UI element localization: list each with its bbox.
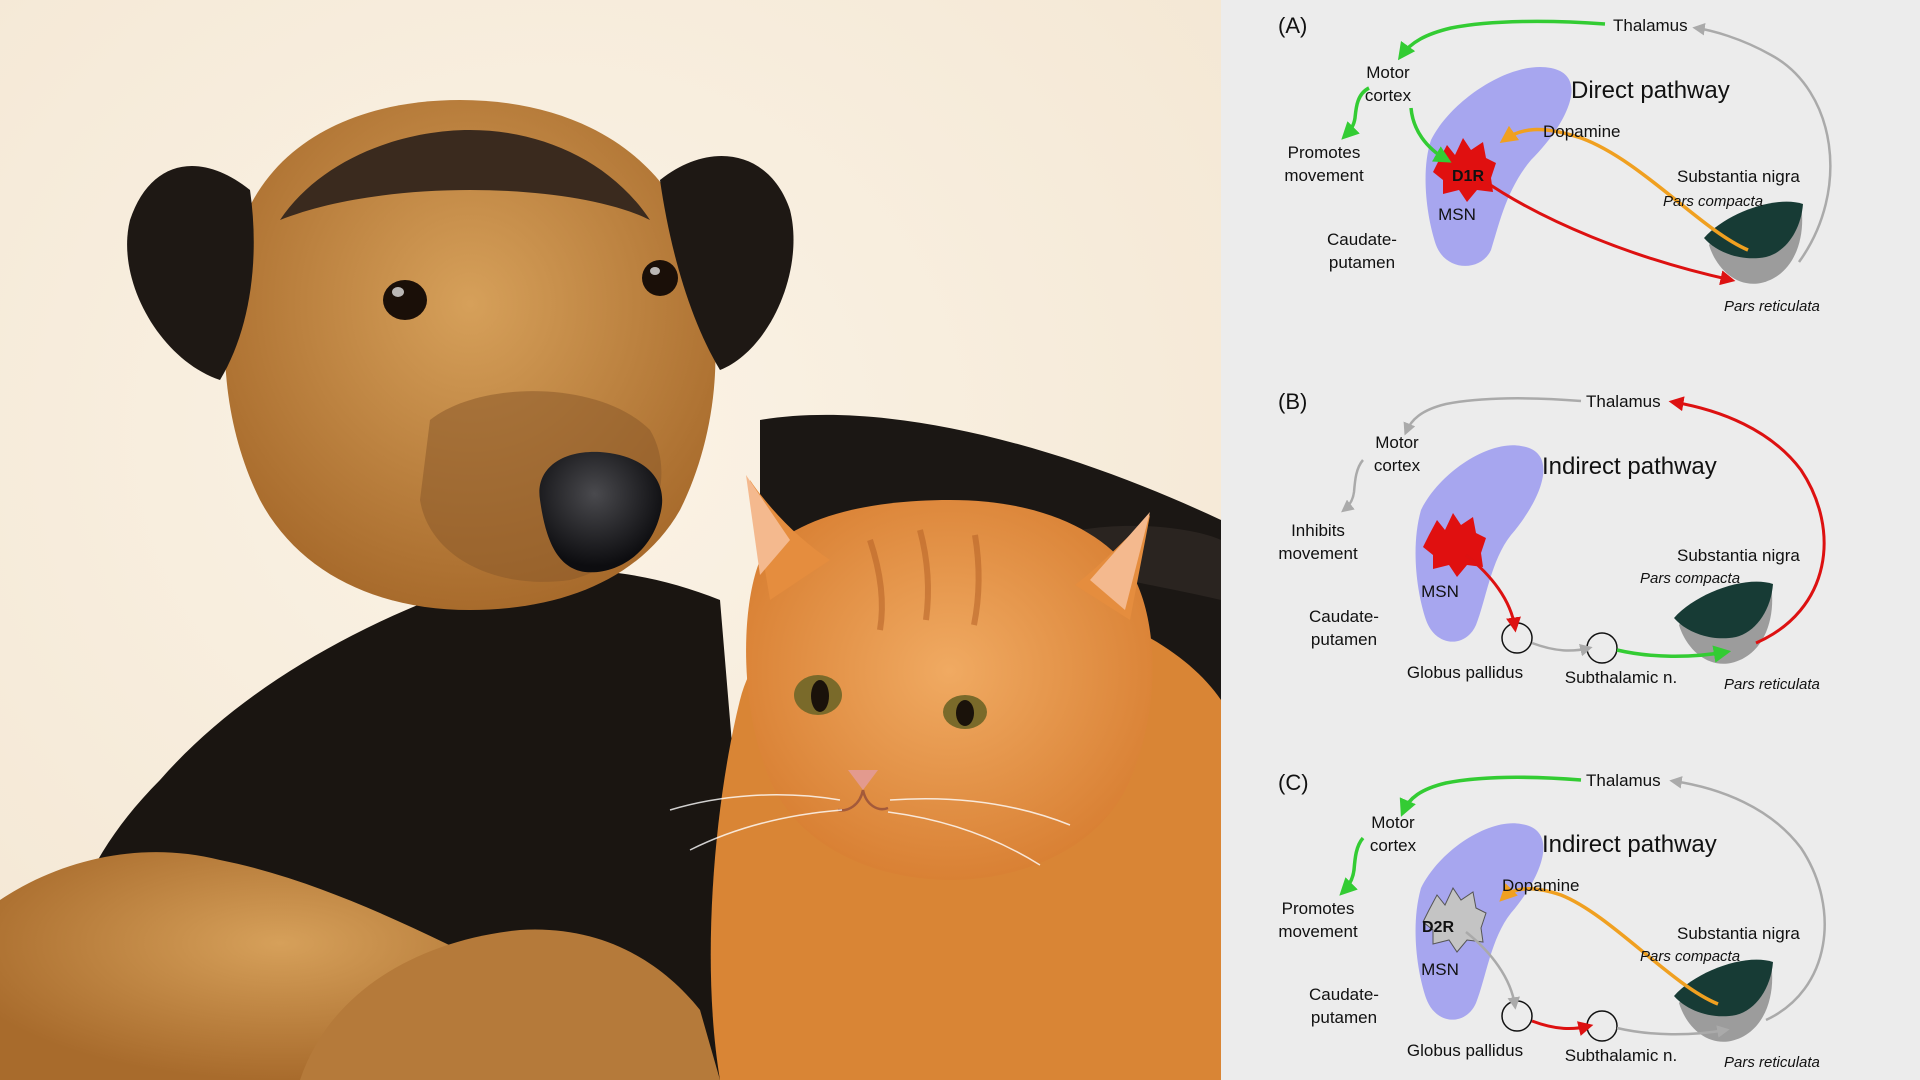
- caudate-putamen-label-line1: Caudate-: [1327, 230, 1397, 249]
- dopamine-arrow: [1499, 883, 1719, 1006]
- globus-pallidus-node: [1501, 622, 1533, 654]
- motor-cortex-to-msn-arrow: [1409, 107, 1452, 163]
- pars-compacta-shape: [1674, 959, 1773, 1017]
- substantia-nigra-label: Substantia nigra: [1677, 546, 1800, 565]
- caudate-putamen-label-line2: putamen: [1311, 630, 1377, 649]
- subthalamic-to-snr-arrow: [1616, 645, 1732, 663]
- dopamine-arrow: [1499, 125, 1749, 252]
- snr-to-thalamus-arrow: [1668, 396, 1826, 645]
- caudate-putamen-label-line2: putamen: [1329, 253, 1395, 272]
- dog: [0, 100, 1221, 1080]
- effect-label-line1: Promotes: [1282, 899, 1355, 918]
- pars-reticulata-label: Pars reticulata: [1724, 1054, 1820, 1071]
- caudate-putamen-label-line1: Caudate-: [1309, 985, 1379, 1004]
- pars-compacta-label: Pars compacta: [1640, 570, 1740, 587]
- pathway-title: Indirect pathway: [1542, 831, 1717, 858]
- caudate-putamen-label-line1: Caudate-: [1309, 607, 1379, 626]
- subthalamic-node: [1586, 632, 1618, 664]
- receptor-label: D1R: [1452, 168, 1484, 185]
- motor-cortex-to-movement-arrow: [1339, 836, 1365, 896]
- pars-compacta-shape: [1704, 201, 1803, 259]
- msn-cell: [1423, 513, 1486, 577]
- globus-pallidus-to-subthalamic-arrow: [1531, 641, 1593, 657]
- pars-reticulata-label: Pars reticulata: [1724, 676, 1820, 693]
- msn-to-globus-pallidus-arrow: [1465, 553, 1521, 633]
- panel-c-indirect-pathway: (C) Thalamus Indirect pathway Motor cort…: [1278, 770, 1826, 1071]
- msn-to-snr-arrow: [1482, 178, 1736, 286]
- dopamine-label: Dopamine: [1502, 876, 1580, 895]
- globus-pallidus-label: Globus pallidus: [1407, 1041, 1523, 1060]
- substantia-nigra-label: Substantia nigra: [1677, 924, 1800, 943]
- caudate-putamen-shape: [1425, 66, 1572, 266]
- effect-label-line2: movement: [1278, 922, 1358, 941]
- msn-label: MSN: [1421, 582, 1459, 601]
- thalamus-label: Thalamus: [1586, 771, 1661, 790]
- pars-compacta-shape: [1674, 581, 1773, 639]
- dog-and-cat-photo: [0, 0, 1221, 1080]
- snr-to-thalamus-arrow: [1692, 22, 1832, 263]
- pars-compacta-label: Pars compacta: [1663, 193, 1763, 210]
- pars-reticulata-label: Pars reticulata: [1724, 298, 1820, 315]
- globus-pallidus-node: [1501, 1000, 1533, 1032]
- receptor-label: D2R: [1422, 919, 1454, 936]
- effect-label-line1: Promotes: [1288, 143, 1361, 162]
- cat: [669, 475, 1221, 1080]
- subthalamic-label: Subthalamic n.: [1565, 668, 1677, 687]
- motor-cortex-to-movement-arrow: [1341, 86, 1370, 140]
- basal-ganglia-pathways-diagram: (A) Thalamus Direct pathway Motor cortex…: [1221, 0, 1920, 1080]
- thalamus-label: Thalamus: [1586, 392, 1661, 411]
- thalamus-to-motor-cortex-arrow: [1403, 397, 1582, 436]
- effect-label-line1: Inhibits: [1291, 521, 1345, 540]
- subthalamic-label: Subthalamic n.: [1565, 1046, 1677, 1065]
- msn-label: MSN: [1438, 205, 1476, 224]
- panel-b-indirect-pathway: (B) Thalamus Indirect pathway Motor cort…: [1278, 389, 1826, 693]
- pathway-title: Indirect pathway: [1542, 453, 1717, 480]
- panel-letter: (B): [1278, 389, 1307, 414]
- msn-to-globus-pallidus-arrow: [1465, 931, 1520, 1010]
- dopamine-label: Dopamine: [1543, 122, 1621, 141]
- thalamus-label: Thalamus: [1613, 16, 1688, 35]
- effect-label-line2: movement: [1284, 166, 1364, 185]
- msn-label: MSN: [1421, 960, 1459, 979]
- globus-pallidus-label: Globus pallidus: [1407, 663, 1523, 682]
- thalamus-to-motor-cortex-arrow: [1397, 19, 1606, 61]
- panel-a-direct-pathway: (A) Thalamus Direct pathway Motor cortex…: [1278, 13, 1832, 315]
- pars-compacta-label: Pars compacta: [1640, 948, 1740, 965]
- subthalamic-node: [1586, 1010, 1618, 1042]
- panel-letter: (A): [1278, 13, 1307, 38]
- snr-to-thalamus-arrow: [1669, 776, 1826, 1022]
- motor-cortex-label-line2: cortex: [1370, 836, 1417, 855]
- motor-cortex-label-line1: Motor: [1371, 813, 1415, 832]
- subthalamic-to-snr-arrow: [1616, 1025, 1730, 1038]
- caudate-putamen-label-line2: putamen: [1311, 1008, 1377, 1027]
- motor-cortex-label-line1: Motor: [1366, 63, 1410, 82]
- effect-label-line2: movement: [1278, 544, 1358, 563]
- motor-cortex-to-movement-arrow: [1341, 459, 1364, 513]
- motor-cortex-label-line1: Motor: [1375, 433, 1419, 452]
- motor-cortex-label-line2: cortex: [1365, 86, 1412, 105]
- motor-cortex-label-line2: cortex: [1374, 456, 1421, 475]
- thalamus-to-motor-cortex-arrow: [1399, 775, 1582, 817]
- globus-pallidus-to-subthalamic-arrow: [1531, 1019, 1594, 1036]
- substantia-nigra-label: Substantia nigra: [1677, 167, 1800, 186]
- panel-letter: (C): [1278, 770, 1309, 795]
- pathway-title: Direct pathway: [1571, 77, 1730, 104]
